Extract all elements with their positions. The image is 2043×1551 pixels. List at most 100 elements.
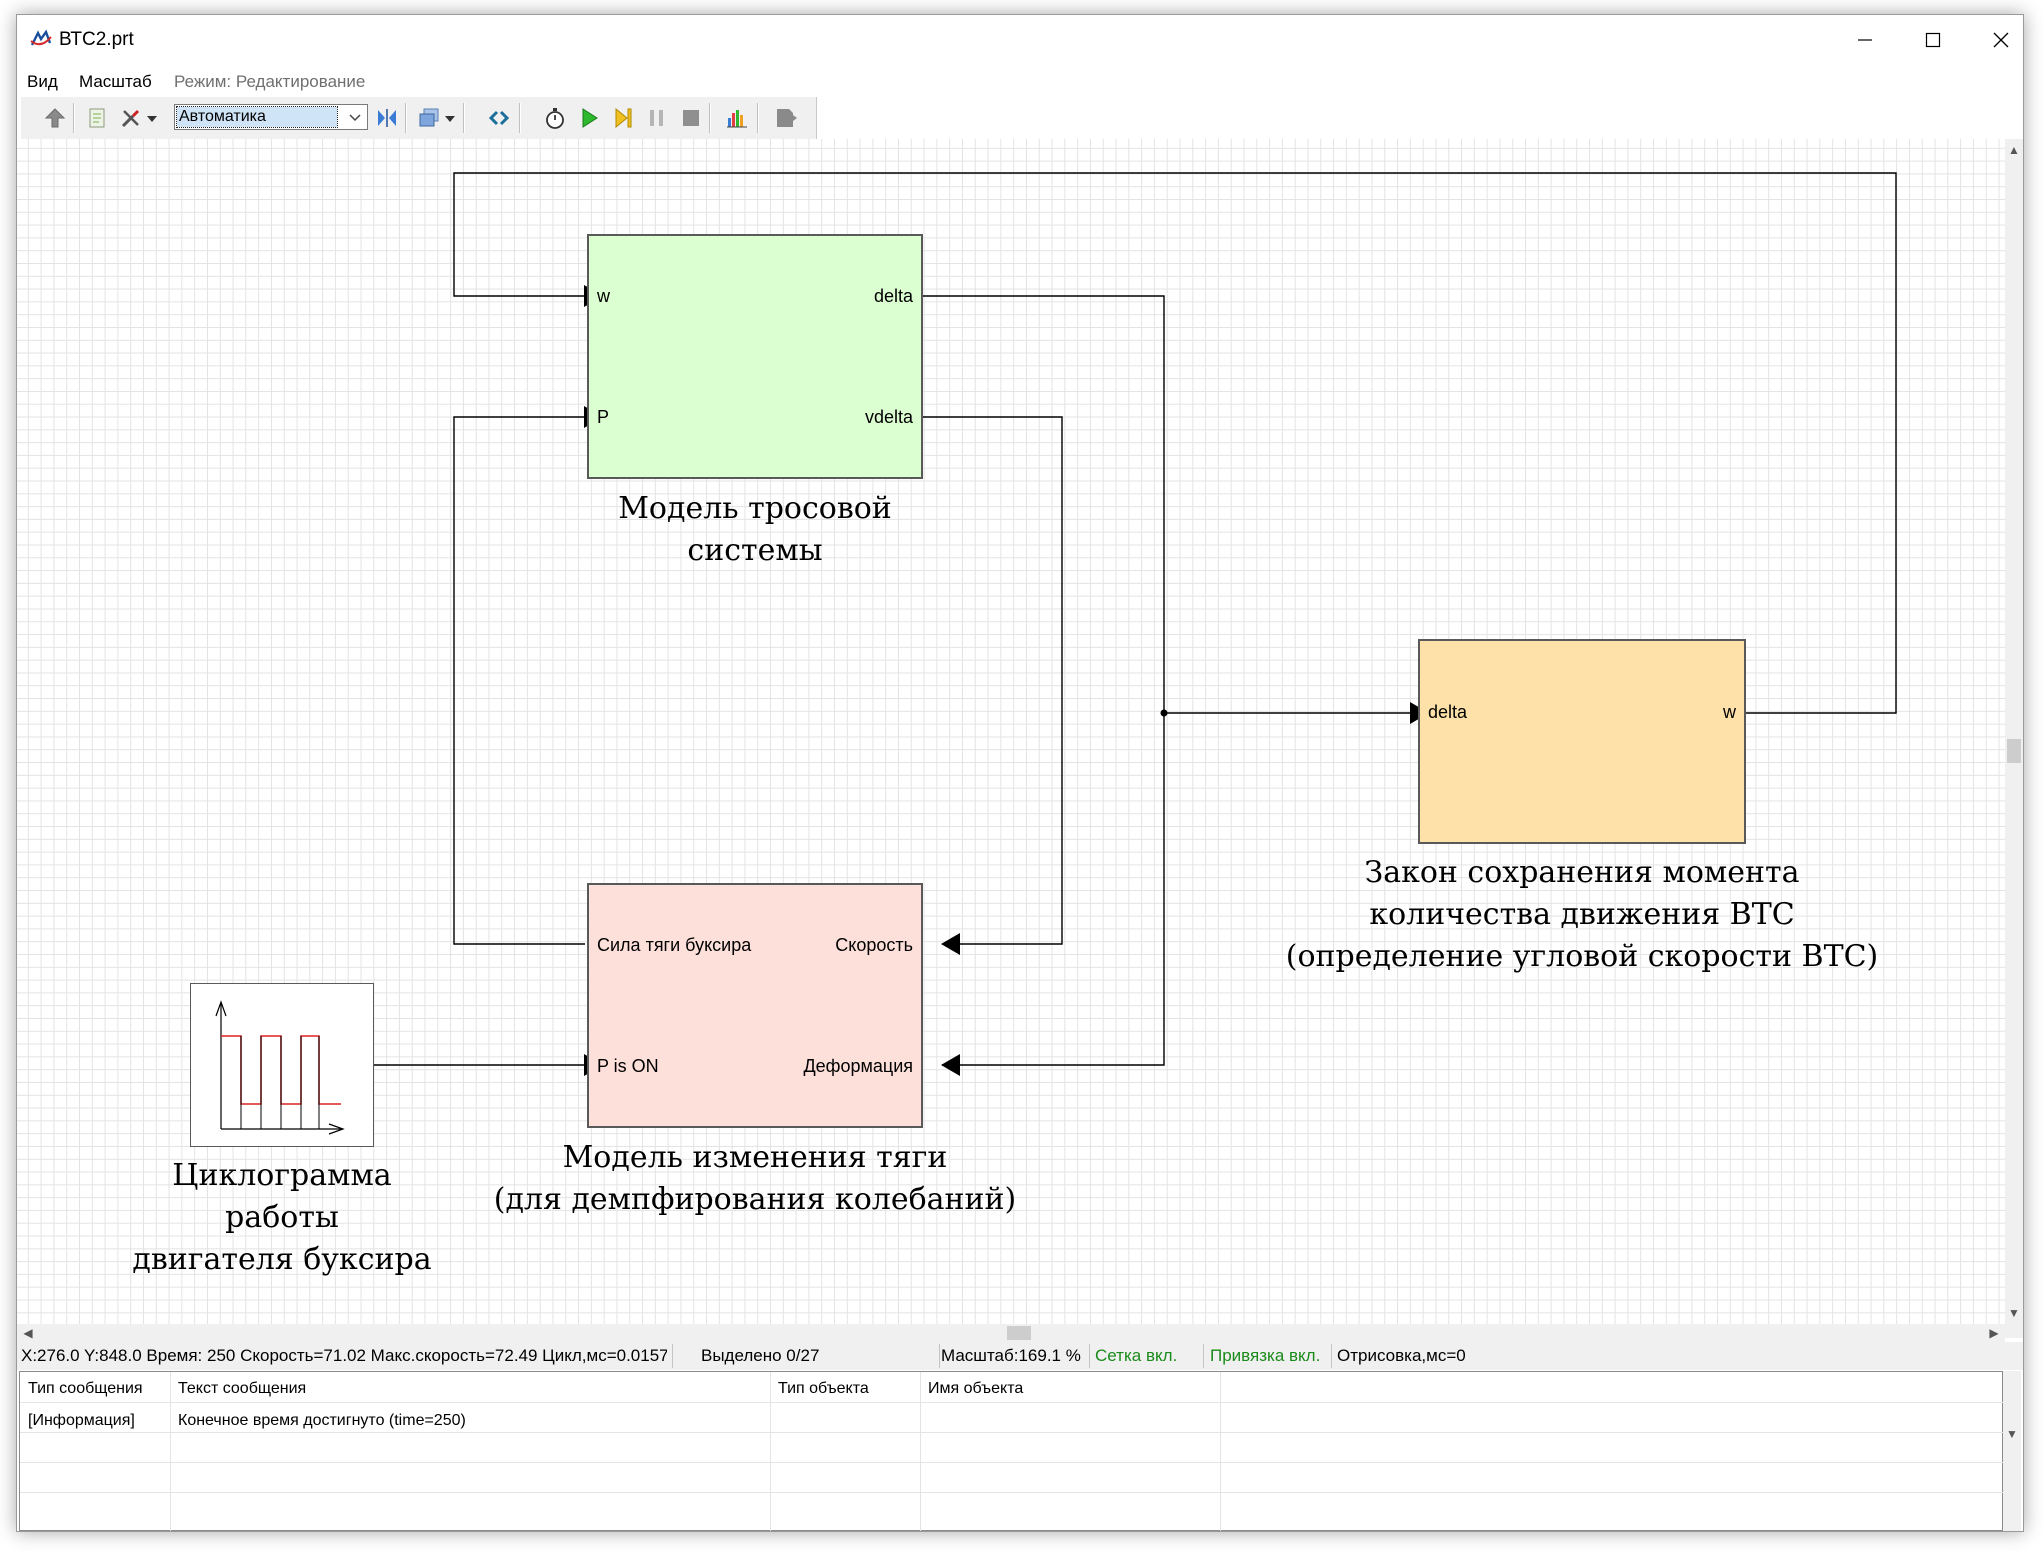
document-icon[interactable] [85,106,109,130]
status-snap[interactable]: Привязка вкл. [1210,1346,1321,1365]
messages-row-divider [20,1462,2004,1463]
minimize-button[interactable] [1832,15,1898,65]
menu-scale[interactable]: Масштаб [79,72,152,91]
tether-model-block[interactable]: w P delta vdelta [587,234,923,479]
momentum-law-caption: Закон сохранения момента количества движ… [1285,855,1879,974]
status-separator [672,1344,673,1368]
minimize-icon [1858,39,1872,41]
window-title: ВТС2.prt [59,29,134,50]
mode-label: Режим: Редактирование [174,72,366,91]
messages-panel: Тип сообщения Текст сообщения Тип объект… [19,1371,2004,1531]
port-output-delta: delta [873,286,913,306]
tools-icon[interactable] [119,106,143,130]
thrust-model-block[interactable]: Сила тяги буксира P is ON Скорость Дефор… [587,883,923,1128]
arrow-thrust-speed [941,933,960,955]
port-input-w: w [597,286,610,306]
messages-column [920,1372,1221,1531]
toolbar-separator [519,103,521,133]
vertical-scrollbar[interactable]: ▲ ▼ [2005,139,2023,1338]
status-zoom: Масштаб:169.1 % [941,1346,1081,1365]
cyclogram-block[interactable] [190,983,374,1147]
close-icon [1993,32,2009,48]
play-icon[interactable] [577,106,601,130]
messages-column [20,1372,171,1531]
app-window: ВТС2.prt Вид Масштаб Режим: Редактирован… [16,14,2024,1532]
connection-delta [922,295,1412,714]
port-input-p: P [597,407,610,427]
message-type-cell[interactable]: [Информация] [28,1412,135,1429]
messages-scrollbar[interactable]: ▼ [2003,1371,2021,1531]
thrust-model-caption: Модель изменения тяги (для демпфирования… [493,1140,1017,1217]
vertical-scroll-thumb[interactable] [2007,739,2021,763]
export-icon[interactable] [773,106,797,130]
messages-header-object-name[interactable]: Имя объекта [928,1380,1024,1397]
connection-deformation [942,713,1165,1066]
status-separator [1089,1344,1090,1368]
scroll-left-icon[interactable]: ◀ [23,1326,33,1340]
messages-column [170,1372,771,1531]
tether-model-caption: Модель тросовой системы [618,491,892,568]
step-icon[interactable] [611,106,635,130]
connection-vdelta [922,416,1063,945]
port-input-thrust-force: Сила тяги буксира [597,935,752,955]
port-input-delta: delta [1428,702,1468,722]
chart-icon[interactable] [725,106,749,130]
status-separator [1331,1344,1332,1368]
messages-header-divider [20,1402,2004,1403]
message-text-cell[interactable]: Конечное время достигнуто (time=250) [178,1412,466,1429]
scroll-right-icon[interactable]: ▶ [1989,1326,1999,1340]
pause-icon[interactable] [645,106,669,130]
close-button[interactable] [1968,15,2023,65]
messages-column [770,1372,921,1531]
toolbar-separator [405,103,407,133]
port-output-speed: Скорость [835,935,913,955]
fit-icon[interactable] [375,106,399,130]
messages-scroll-down-icon[interactable]: ▼ [2006,1427,2018,1441]
dropdown-icon[interactable] [443,106,457,130]
messages-header-type[interactable]: Тип сообщения [28,1380,143,1397]
refresh-icon[interactable] [487,106,511,130]
junction-dot [1160,709,1168,717]
messages-row-divider [20,1492,2004,1493]
status-separator [939,1344,940,1368]
arrow-thrust-deformation [941,1054,960,1076]
port-output-w: w [1723,702,1736,722]
status-bar: X:276.0 Y:848.0 Время: 250 Скорость=71.0… [17,1342,2023,1370]
status-selected: Выделено 0/27 [701,1346,820,1365]
up-arrow-icon[interactable] [43,106,67,130]
connection-force [453,416,587,945]
horizontal-scroll-thumb[interactable] [1007,1326,1031,1340]
status-render-time: Отрисовка,мс=0 [1337,1346,1466,1365]
port-output-deformation: Деформация [803,1056,913,1076]
toolbar: Автоматика [21,97,817,139]
stop-icon[interactable] [679,106,703,130]
cyclogram-caption: Циклограмма работы двигателя буксира [132,1158,432,1277]
scroll-up-icon[interactable]: ▲ [2008,143,2020,157]
chevron-down-icon [349,114,361,122]
title-bar: ВТС2.prt [17,15,2023,65]
messages-row-divider [20,1432,2004,1433]
toolbar-separator [463,103,465,133]
mode-select[interactable]: Автоматика [174,104,368,130]
diagram-canvas[interactable]: w P delta vdelta Модель тросовой системы… [17,139,2005,1324]
dropdown-icon[interactable] [145,106,159,130]
pulse-graph-icon [215,1000,345,1135]
messages-header-text[interactable]: Текст сообщения [178,1380,307,1397]
connection-w [453,172,1897,714]
status-separator [1203,1344,1204,1368]
status-grid[interactable]: Сетка вкл. [1095,1346,1178,1365]
port-input-p-is-on: P is ON [597,1056,659,1076]
stopwatch-icon[interactable] [543,106,567,130]
menu-view[interactable]: Вид [27,72,58,91]
messages-header-object-type[interactable]: Тип объекта [778,1380,869,1397]
scroll-down-icon[interactable]: ▼ [2008,1306,2020,1320]
momentum-law-block[interactable]: delta w [1418,639,1746,844]
app-logo-icon [30,29,52,46]
layers-icon[interactable] [417,106,441,130]
menu-bar: Вид Масштаб Режим: Редактирование [17,67,2023,97]
horizontal-scrollbar[interactable]: ◀ ▶ [17,1324,2005,1342]
toolbar-separator [709,103,711,133]
mode-select-value: Автоматика [176,106,338,128]
maximize-button[interactable] [1900,15,1966,65]
toolbar-separator [73,103,75,133]
